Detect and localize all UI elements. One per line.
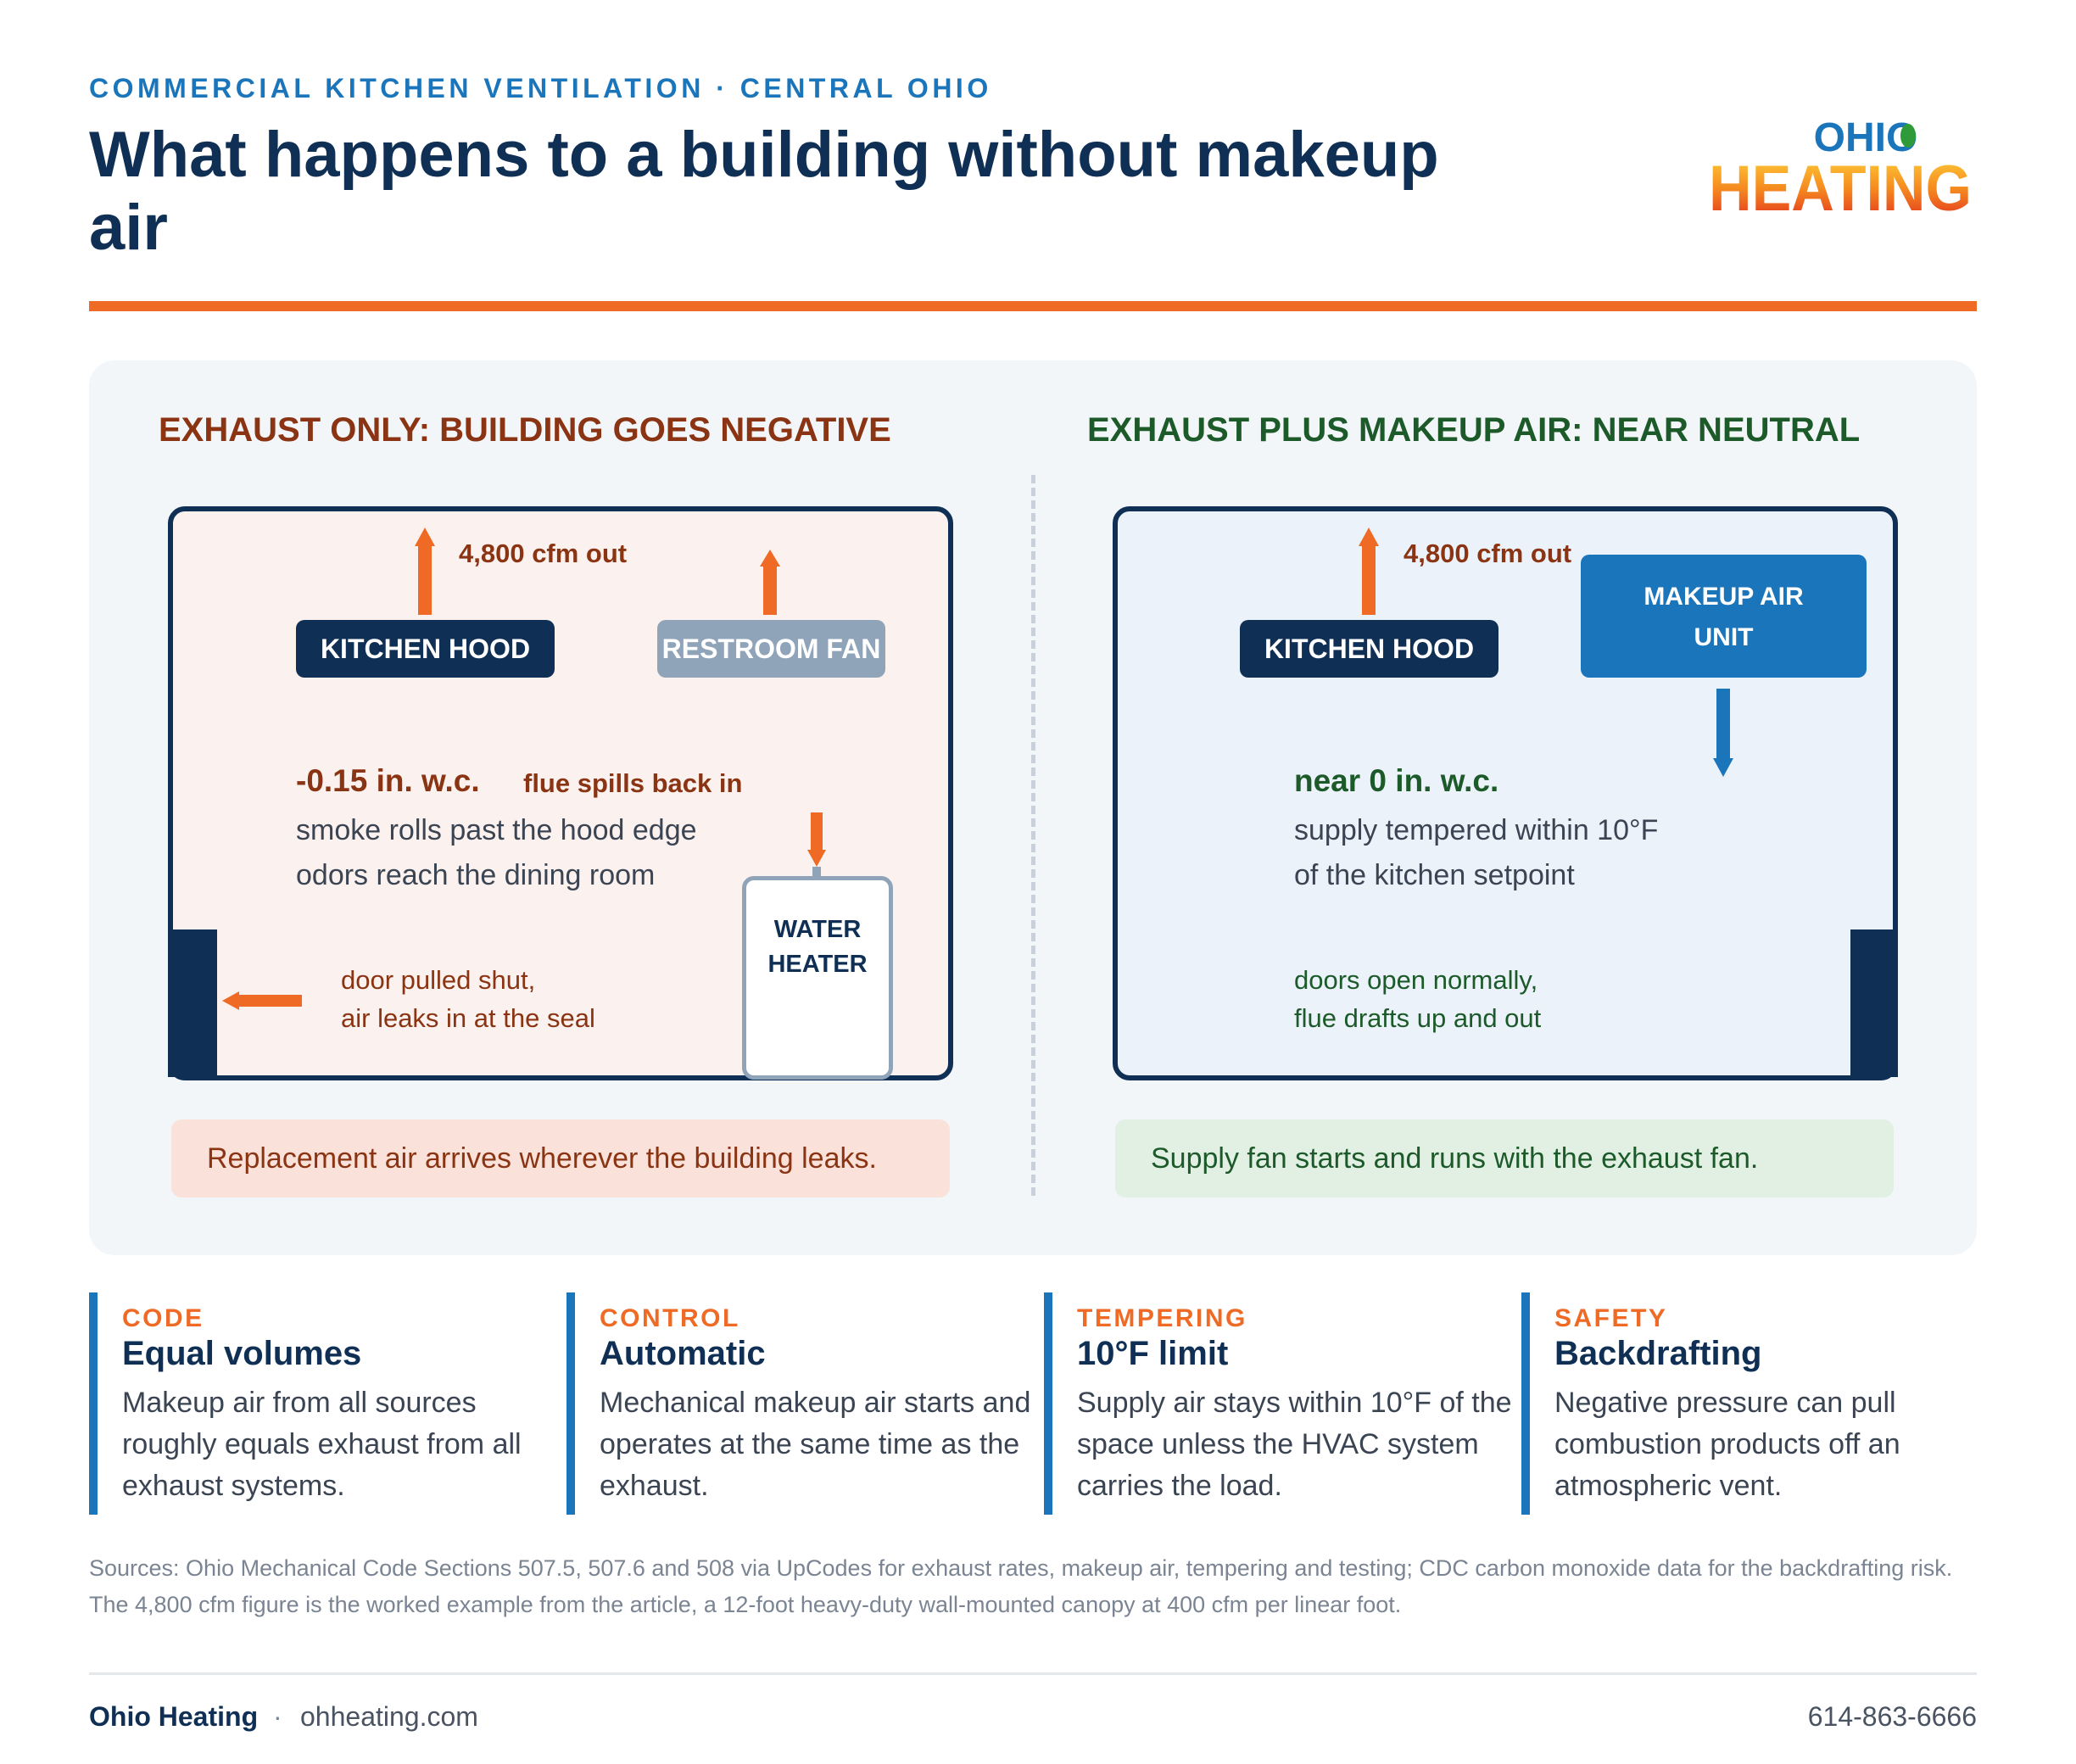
makeup-air-unit-line-2: UNIT [1694, 623, 1754, 651]
restroom-fan: RESTROOM FAN [657, 620, 885, 678]
logo-ohio-text: OHIO [1814, 115, 1918, 160]
card-tempering: TEMPERING 10°F limit Supply air stays wi… [1044, 1292, 1512, 1515]
footer-website-link[interactable]: ohheating.com [300, 1701, 478, 1732]
card-eyebrow: CODE [122, 1304, 204, 1332]
eyebrow: COMMERCIAL KITCHEN VENTILATION · CENTRAL… [89, 73, 992, 103]
arrow-head [1713, 758, 1733, 777]
left-callout: Replacement air arrives wherever the bui… [171, 1119, 950, 1197]
card-bar [566, 1292, 575, 1515]
right-building [1113, 506, 1898, 1080]
footer-phone[interactable]: 614-863-6666 [1807, 1701, 1977, 1732]
supply-arrow-down-icon [1716, 689, 1730, 760]
footer-rule [89, 1672, 1977, 1675]
card-eyebrow: CONTROL [600, 1304, 740, 1332]
arrow-head [222, 991, 239, 1010]
left-line-1: smoke rolls past the hood edge [296, 814, 697, 846]
leak-arrow-left-icon [237, 995, 302, 1007]
card-body: Negative pressure can pull combustion pr… [1554, 1387, 1900, 1502]
left-door [168, 929, 217, 1077]
panel-divider [1031, 475, 1035, 1196]
ohio-heating-logo: OHIO HEATING [1709, 115, 1972, 220]
card-control: CONTROL Automatic Mechanical makeup air … [566, 1292, 1030, 1515]
left-door-line-2: air leaks in at the seal [341, 1003, 595, 1033]
exhaust-arrow-up-icon [418, 543, 432, 615]
card-title: Automatic [600, 1335, 766, 1372]
card-title: Equal volumes [122, 1335, 362, 1372]
title-rule [89, 301, 1977, 311]
arrow-head [807, 850, 826, 867]
left-door-line-1: door pulled shut, [341, 965, 536, 995]
arrow-head [415, 528, 435, 546]
card-body: Mechanical makeup air starts and operate… [600, 1387, 1031, 1502]
arrow-head [1359, 528, 1379, 546]
left-heading: EXHAUST ONLY: BUILDING GOES NEGATIVE [159, 411, 891, 449]
right-kitchen-hood: KITCHEN HOOD [1240, 620, 1498, 678]
right-pressure: near 0 in. w.c. [1294, 763, 1499, 798]
card-safety: SAFETY Backdrafting Negative pressure ca… [1521, 1292, 1979, 1515]
right-callout: Supply fan starts and runs with the exha… [1115, 1119, 1894, 1197]
right-line-1: supply tempered within 10°F [1294, 814, 1659, 846]
water-heater-label-2: HEATER [767, 951, 868, 978]
exhaust-arrow-up-icon [1362, 543, 1376, 615]
card-bar [1521, 1292, 1530, 1515]
card-title: 10°F limit [1077, 1335, 1229, 1372]
left-line-2: odors reach the dining room [296, 859, 656, 891]
water-heater-label-1: WATER [773, 916, 862, 943]
card-bar [1044, 1292, 1052, 1515]
card-eyebrow: SAFETY [1554, 1304, 1668, 1332]
card-code: CODE Equal volumes Makeup air from all s… [89, 1292, 547, 1515]
left-pressure: -0.15 in. w.c. [296, 763, 480, 798]
card-bar [89, 1292, 98, 1515]
right-door-line-1: doors open normally, [1294, 965, 1538, 995]
right-flow-label: 4,800 cfm out [1404, 539, 1572, 568]
page-title: What happens to a building without makeu… [89, 119, 1439, 264]
makeup-air-unit: MAKEUP AIR UNIT [1581, 555, 1867, 678]
footer-company: Ohio Heating [89, 1701, 259, 1732]
footer-separator: · [273, 1701, 282, 1732]
water-heater [742, 876, 893, 1080]
right-heading: EXHAUST PLUS MAKEUP AIR: NEAR NEUTRAL [1087, 411, 1861, 449]
restroom-arrow-up-icon [763, 564, 777, 615]
makeup-air-unit-line-1: MAKEUP AIR [1644, 583, 1804, 611]
card-body: Makeup air from all sources roughly equa… [122, 1387, 522, 1502]
flue-pipe [812, 867, 821, 877]
right-door [1850, 929, 1898, 1077]
flue-arrow-down-icon [811, 812, 823, 851]
leaf-icon [1900, 124, 1916, 148]
logo-heating-text: HEATING [1709, 153, 1972, 220]
card-eyebrow: TEMPERING [1077, 1304, 1247, 1332]
left-kitchen-hood: KITCHEN HOOD [296, 620, 555, 678]
sources-note: Sources: Ohio Mechanical Code Sections 5… [89, 1555, 1953, 1617]
card-title: Backdrafting [1554, 1335, 1762, 1372]
right-door-line-2: flue drafts up and out [1294, 1003, 1542, 1033]
left-flow-label: 4,800 cfm out [459, 539, 628, 568]
right-line-2: of the kitchen setpoint [1294, 859, 1575, 891]
flue-spill-label: flue spills back in [523, 768, 743, 798]
card-body: Supply air stays within 10°F of the spac… [1077, 1387, 1512, 1502]
arrow-head [760, 550, 780, 567]
